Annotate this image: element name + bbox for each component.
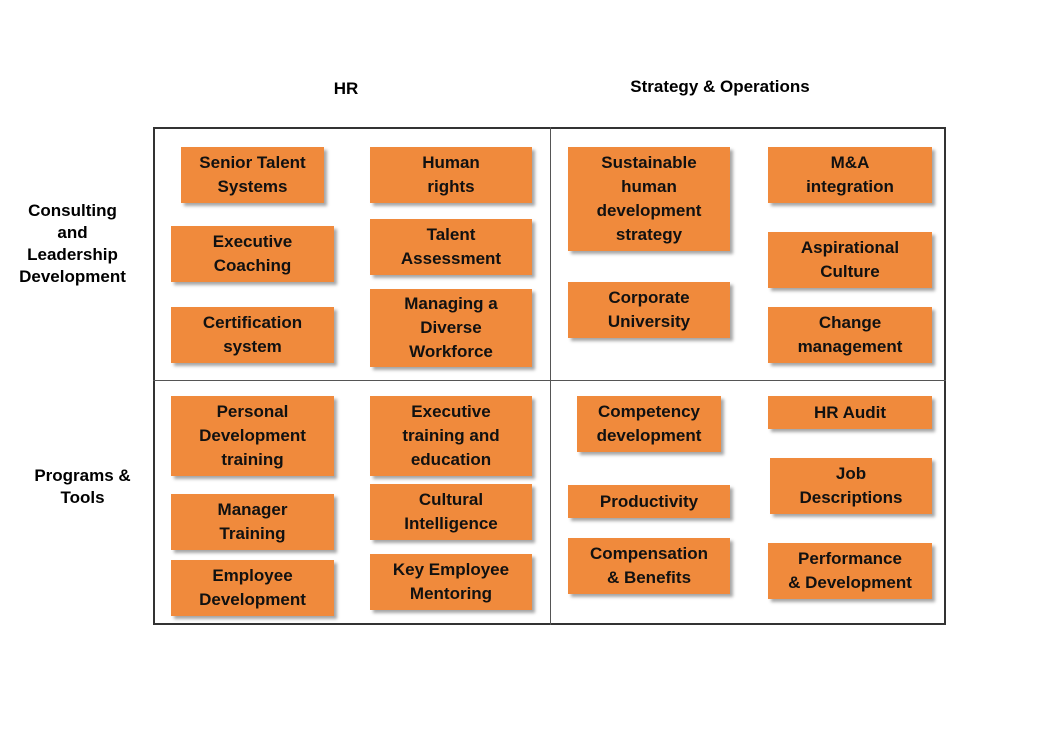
box-certification-system: Certification system <box>171 307 334 363</box>
box-performance-development: Performance & Development <box>768 543 932 599</box>
box-hr-audit: HR Audit <box>768 396 932 429</box>
box-human-rights: Human rights <box>370 147 532 203</box>
box-talent-assessment: Talent Assessment <box>370 219 532 275</box>
box-cultural-intelligence: Cultural Intelligence <box>370 484 532 540</box>
box-competency-development: Competency development <box>577 396 721 452</box>
box-aspirational-culture: Aspirational Culture <box>768 232 932 288</box>
row-header-programs-tools: Programs & Tools <box>34 466 131 507</box>
box-compensation-benefits: Compensation & Benefits <box>568 538 730 594</box>
box-managing-diverse-workforce: Managing a Diverse Workforce <box>370 289 532 367</box>
box-productivity: Productivity <box>568 485 730 518</box>
box-personal-development-training: Personal Development training <box>171 396 334 476</box>
box-employee-development: Employee Development <box>171 560 334 616</box>
row-header-consulting-leadership: Consulting and Leadership Development <box>19 201 126 286</box>
box-sustainable-human-development-strategy: Sustainable human development strategy <box>568 147 730 251</box>
grid-horizontal-divider <box>153 380 946 381</box>
box-ma-integration: M&A integration <box>768 147 932 203</box>
box-senior-talent-systems: Senior Talent Systems <box>181 147 324 203</box>
box-executive-coaching: Executive Coaching <box>171 226 334 282</box>
box-key-employee-mentoring: Key Employee Mentoring <box>370 554 532 610</box>
box-executive-training-education: Executive training and education <box>370 396 532 476</box>
column-header-strategy-operations: Strategy & Operations <box>630 77 810 96</box>
box-change-management: Change management <box>768 307 932 363</box>
box-job-descriptions: Job Descriptions <box>770 458 932 514</box>
grid-vertical-divider <box>550 127 551 625</box>
column-header-hr: HR <box>333 79 359 98</box>
box-manager-training: Manager Training <box>171 494 334 550</box>
box-corporate-university: Corporate University <box>568 282 730 338</box>
